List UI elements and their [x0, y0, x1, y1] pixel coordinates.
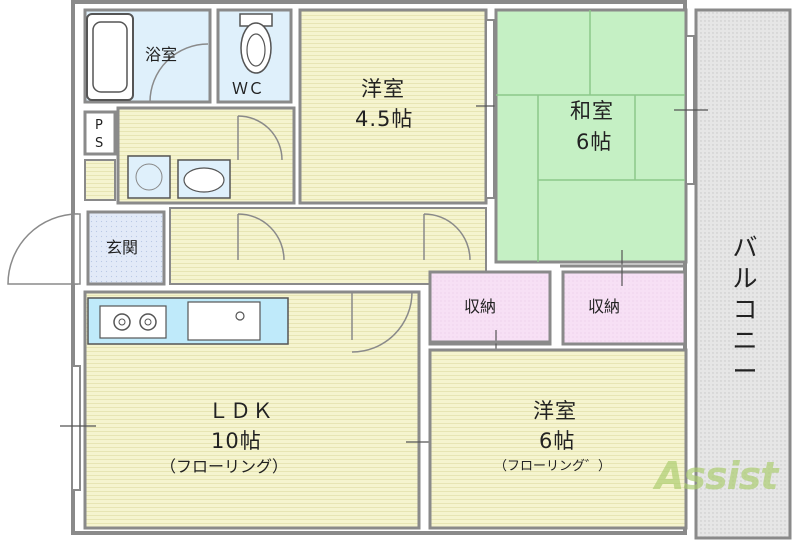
corridor-door-arc-b [423, 213, 471, 261]
toilet-bowl [240, 22, 272, 74]
wash-basin-bowl [183, 167, 225, 193]
western-room-b [428, 348, 688, 530]
bath-door-arc [149, 43, 209, 103]
corridor-door-arc-a [237, 213, 285, 261]
balcony-area [694, 8, 792, 540]
balcony-char: ー [732, 357, 758, 386]
tatami-lines [496, 10, 686, 262]
balcony-label: バ ル コ ニ ー [730, 232, 760, 387]
western-room-a [298, 8, 488, 205]
entrance-area [86, 210, 166, 286]
western-b-size: 6帖 [539, 429, 576, 453]
entrance-label: 玄関 [106, 238, 139, 257]
stove-burner-right-inner [144, 318, 152, 326]
washing-machine-drum [135, 163, 163, 191]
bath-label: 浴室 [145, 45, 178, 64]
wash-door-arc [237, 115, 283, 161]
entrance-door-leaf [73, 213, 81, 285]
balcony-char: ニ [732, 326, 758, 355]
bathtub-inner [92, 21, 128, 93]
sink [187, 301, 261, 341]
stove-burner-left [113, 313, 131, 331]
ps-label-2: S [95, 136, 104, 151]
japanese-name: 和室 [570, 99, 614, 123]
ldk-name: ＬＤＫ [208, 399, 274, 423]
stove [99, 305, 167, 339]
washing-machine [127, 155, 171, 199]
western-a-name: 洋室 [361, 77, 405, 101]
ps-shaft [83, 110, 117, 156]
ps-label-1: P [95, 118, 103, 133]
bathtub [86, 13, 134, 101]
storage-a [428, 270, 552, 346]
entrance-door-arc [7, 213, 79, 285]
storage-a-label: 収納 [464, 297, 497, 316]
ldk-door-arc [351, 291, 413, 353]
storage-b [561, 270, 687, 346]
western-a-size: 4.5帖 [355, 107, 414, 131]
storage-b-label: 収納 [588, 297, 621, 316]
stove-burner-right [139, 313, 157, 331]
balcony-char: ル [732, 264, 758, 293]
balcony-char: コ [732, 295, 758, 324]
western-b-name: 洋室 [533, 399, 577, 423]
japanese-size: 6帖 [576, 130, 613, 154]
assist-watermark-logo: Assist [655, 454, 778, 498]
wc-label: ＷＣ [232, 79, 265, 98]
ldk-floor: （フローリング） [160, 457, 289, 476]
toilet-seat [246, 33, 266, 67]
ldk-window [71, 365, 81, 491]
shoe-cabinet [84, 159, 116, 201]
western-a-window [485, 19, 495, 199]
ldk-size: 10帖 [211, 429, 262, 453]
japanese-room [494, 8, 688, 264]
western-b-floor: （フローリング゛） [494, 459, 612, 474]
sink-drain [235, 311, 245, 321]
balcony-char: バ [732, 233, 758, 262]
stove-burner-left-inner [118, 318, 126, 326]
